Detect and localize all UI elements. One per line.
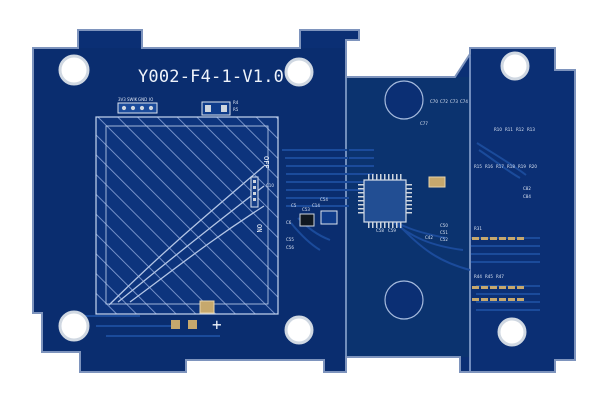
designator-c58: C58 <box>376 228 384 233</box>
designator-r15: R15 <box>474 164 482 169</box>
smd-pads <box>171 101 524 329</box>
designator-r12: R12 <box>516 127 524 132</box>
designator-c55: C55 <box>286 237 294 242</box>
designator-r19: R19 <box>518 164 526 169</box>
designator-c56: C56 <box>286 245 294 250</box>
designator-r31: R31 <box>474 226 482 231</box>
header-label-swik: SWIK <box>127 97 138 102</box>
header-label-io: IO <box>149 97 153 102</box>
board-title: Y002-F4-1-V1.0 <box>138 67 284 87</box>
designator-r10: R10 <box>494 127 502 132</box>
designator-r16: R16 <box>485 164 493 169</box>
programming-header: 3V3 SWIK GND IO <box>117 97 158 114</box>
designator-c77: C77 <box>420 121 428 126</box>
designator-c50: C50 <box>440 223 448 228</box>
designator-c84: C84 <box>523 194 531 199</box>
designator-c73: C73 <box>450 99 458 104</box>
designator-r13: R13 <box>527 127 535 132</box>
switch-label-on: ON <box>255 224 263 232</box>
switch-label-off: OFF <box>262 156 270 169</box>
designator-c59: C59 <box>388 228 396 233</box>
designator-r44: R44 <box>474 274 482 279</box>
designator-c42: C42 <box>425 235 433 240</box>
designator-r17: R17 <box>496 164 504 169</box>
designator-c74: C74 <box>460 99 468 104</box>
designator-r4: R4 <box>233 100 239 105</box>
polarity-mark: + <box>212 315 222 334</box>
mounting-holes <box>58 51 530 347</box>
microcontroller-chip <box>358 174 412 228</box>
designator-r18: R18 <box>507 164 515 169</box>
designator-r20: R20 <box>529 164 537 169</box>
designator-r5: R5 <box>233 107 239 112</box>
designator-c53: C53 <box>302 207 310 212</box>
designator-c14: C14 <box>312 203 320 208</box>
designator-r11: R11 <box>505 127 513 132</box>
header-label-gnd: GND <box>138 97 147 102</box>
component-designators: R4 R5 C5 C6 C10 C14 C53 C54 C55 C56 R10 … <box>233 99 537 279</box>
board-outline <box>32 29 576 373</box>
designator-c72: C72 <box>440 99 448 104</box>
designator-c54: C54 <box>320 197 328 202</box>
designator-c6: C6 <box>286 220 292 225</box>
header-label-3v3: 3V3 <box>118 97 126 102</box>
designator-c5: C5 <box>291 203 297 208</box>
designator-c10: C10 <box>266 183 274 188</box>
designator-r47: R47 <box>496 274 504 279</box>
designator-c52: C52 <box>440 237 448 242</box>
designator-c51: C51 <box>440 230 448 235</box>
designator-c82: C82 <box>523 186 531 191</box>
designator-r45: R45 <box>485 274 493 279</box>
designator-c70: C70 <box>430 99 438 104</box>
hatched-copper-area <box>95 116 279 315</box>
